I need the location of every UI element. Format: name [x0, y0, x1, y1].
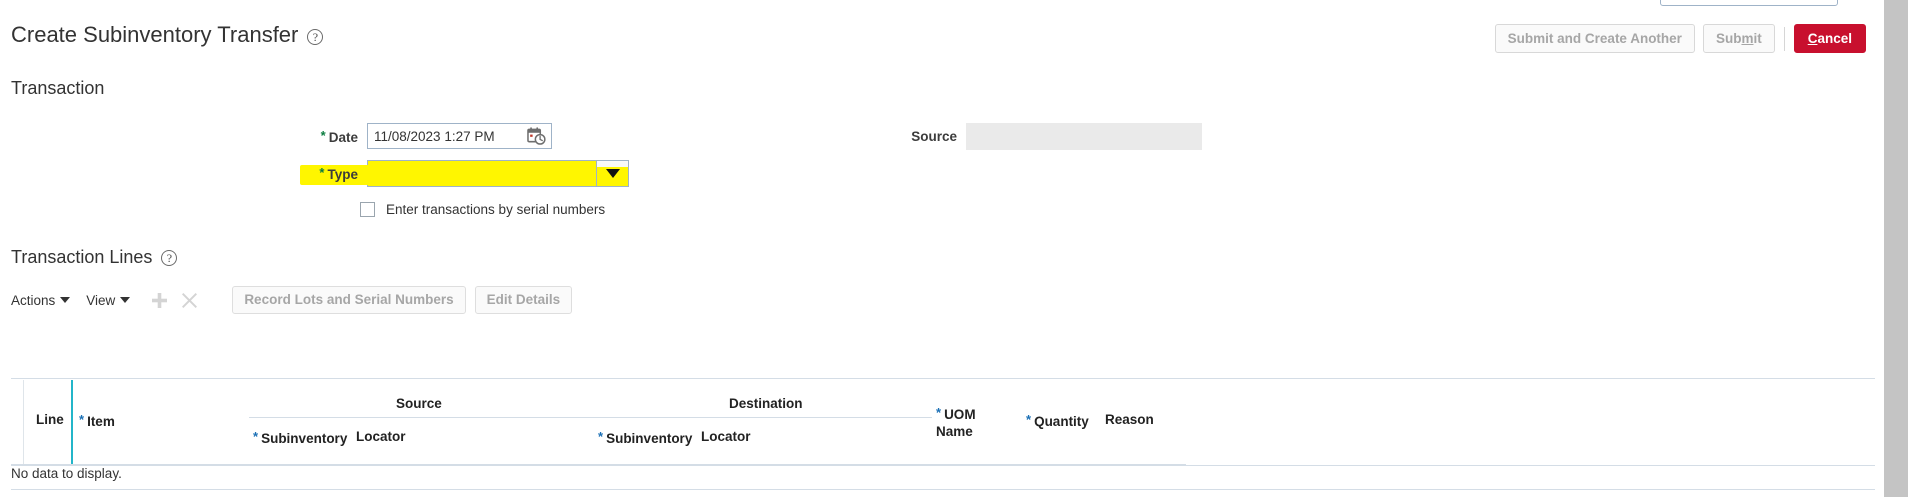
required-marker: *: [1026, 412, 1032, 427]
table-bottom-border: [11, 465, 1875, 466]
header-actions: Submit and Create Another Submit Cancel: [1494, 24, 1866, 53]
required-marker: *: [936, 405, 942, 420]
column-group-header-destination: Destination: [729, 396, 803, 411]
column-header-quantity[interactable]: *Quantity: [1026, 412, 1089, 429]
submit-accelerator: m: [1741, 31, 1754, 46]
uom-line2: Name: [936, 424, 973, 439]
submit-button[interactable]: Submit: [1702, 24, 1775, 53]
record-lots-and-serial-numbers-button[interactable]: Record Lots and Serial Numbers: [232, 286, 466, 314]
close-x-icon: [181, 292, 197, 308]
submit-and-create-another-button[interactable]: Submit and Create Another: [1494, 24, 1695, 53]
required-marker: *: [319, 165, 325, 180]
date-label-text: Date: [328, 129, 358, 145]
date-input[interactable]: [367, 123, 552, 149]
table-footer-rule: [11, 489, 1875, 490]
chevron-down-icon: [605, 169, 620, 178]
date-label: *Date: [310, 128, 358, 145]
scrollbar-left-edge: [1883, 0, 1884, 497]
highlighter-smear-label: [300, 165, 372, 185]
vertical-scrollbar[interactable]: [1884, 0, 1908, 497]
transaction-form: *Date *Type: [0, 112, 1884, 237]
transaction-lines-table: Line *Item Source *Subinventory Locator …: [11, 378, 1875, 466]
button-divider: [1783, 26, 1785, 51]
help-circle-icon[interactable]: ?: [307, 29, 324, 45]
source-group-rule: [249, 417, 921, 418]
cancel-button[interactable]: Cancel: [1793, 24, 1866, 53]
serial-numbers-checkbox-label: Enter transactions by serial numbers: [386, 202, 606, 217]
chevron-down-icon: [120, 297, 131, 303]
column-divider: [23, 380, 24, 465]
required-marker: *: [79, 412, 85, 427]
column-header-source-locator[interactable]: Locator: [356, 429, 406, 444]
view-menu-label: View: [86, 292, 116, 308]
transaction-lines-title-text: Transaction Lines: [11, 247, 153, 267]
destination-subinventory-label: Subinventory: [606, 431, 693, 446]
transaction-section-title: Transaction: [11, 78, 105, 98]
column-header-line[interactable]: Line: [36, 412, 64, 427]
column-divider-accent: [71, 380, 73, 465]
serial-numbers-checkbox[interactable]: [360, 202, 375, 217]
edit-details-button[interactable]: Edit Details: [474, 286, 573, 314]
page-title-text: Create Subinventory Transfer: [11, 22, 299, 47]
column-header-uom-name[interactable]: *UOM Name: [936, 404, 976, 440]
column-header-item[interactable]: *Item: [79, 412, 115, 429]
page-header: Create Subinventory Transfer? Submit and…: [0, 0, 1884, 72]
source-label: Source: [911, 129, 957, 144]
plus-icon: [151, 292, 167, 308]
actions-menu-label: Actions: [11, 292, 56, 308]
type-select-dropdown-button[interactable]: [596, 161, 628, 186]
help-circle-icon[interactable]: ?: [161, 250, 178, 266]
actions-menu-button[interactable]: Actions: [11, 292, 71, 308]
column-header-item-label: Item: [87, 414, 115, 429]
header-bottom-rule: [11, 464, 1186, 465]
table-empty-message: No data to display.: [11, 466, 122, 481]
chevron-down-icon: [60, 297, 71, 303]
required-marker: *: [320, 127, 326, 143]
clipped-field-above-fold[interactable]: [1660, 0, 1838, 6]
add-row-button[interactable]: [146, 287, 172, 313]
column-header-reason[interactable]: Reason: [1105, 412, 1154, 427]
serial-numbers-checkbox-row: Enter transactions by serial numbers: [360, 202, 605, 217]
date-input-wrap: [367, 123, 552, 149]
quantity-label: Quantity: [1034, 414, 1089, 429]
required-marker: *: [253, 429, 259, 444]
delete-row-button[interactable]: [176, 287, 202, 313]
column-header-source-subinventory[interactable]: *Subinventory: [253, 429, 347, 446]
source-input[interactable]: [966, 123, 1202, 150]
page-title: Create Subinventory Transfer?: [11, 22, 324, 48]
type-label-text: Type: [327, 167, 358, 182]
source-subinventory-label: Subinventory: [261, 431, 348, 446]
column-group-header-source: Source: [396, 396, 442, 411]
scrollbar-gutter: [1908, 0, 1919, 497]
destination-group-rule: [594, 417, 932, 418]
calendar-clock-icon[interactable]: [527, 127, 546, 145]
cancel-accelerator: C: [1807, 31, 1818, 46]
column-header-destination-subinventory[interactable]: *Subinventory: [598, 429, 692, 446]
column-header-destination-locator[interactable]: Locator: [701, 429, 751, 444]
uom-line1: UOM: [944, 407, 976, 422]
transaction-lines-section-title: Transaction Lines?: [11, 247, 178, 268]
type-select-value[interactable]: [368, 161, 596, 186]
type-select[interactable]: [367, 160, 629, 187]
view-menu-button[interactable]: View: [86, 292, 131, 308]
date-field-row: *Date: [310, 123, 552, 149]
type-field-row: *Type: [310, 160, 629, 187]
transaction-lines-toolbar: Actions View Record Lots and Serial Numb…: [11, 284, 573, 316]
source-field-row: Source: [905, 123, 1202, 150]
type-label: *Type: [310, 165, 358, 182]
table-top-border: [11, 378, 1875, 379]
required-marker: *: [598, 429, 604, 444]
